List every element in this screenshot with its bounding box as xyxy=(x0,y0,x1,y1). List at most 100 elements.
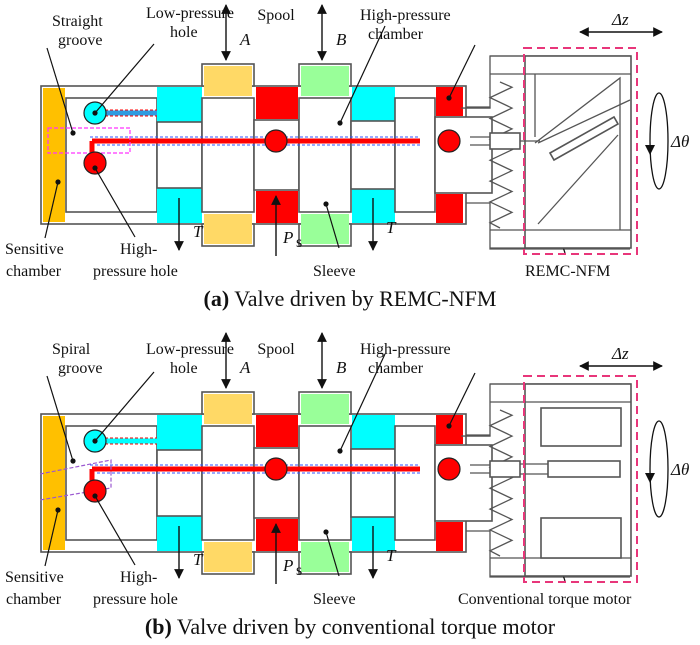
housing-line xyxy=(466,530,630,578)
leader-line xyxy=(94,495,136,566)
cam-follower xyxy=(548,115,620,162)
channel-ball xyxy=(437,129,461,153)
label-port-b: B xyxy=(336,358,347,377)
leader-dot xyxy=(70,458,76,464)
delta-theta-arrowhead xyxy=(645,473,655,483)
tank-port-left-top xyxy=(157,87,202,122)
leader-dot xyxy=(92,110,98,116)
supply-port-top xyxy=(256,415,298,447)
spool-neck xyxy=(156,449,203,517)
port-b-bottom xyxy=(301,542,349,572)
caption-text: Valve driven by conventional torque moto… xyxy=(172,614,556,639)
label-supply: P xyxy=(282,556,293,575)
leader-line xyxy=(46,47,74,134)
label-spool: Spool xyxy=(257,341,295,358)
label-delta-theta: Δθ xyxy=(670,460,689,479)
leader-dot xyxy=(55,179,61,185)
leader-dot xyxy=(55,507,61,513)
magnet-top xyxy=(540,407,622,447)
port-b-bottom xyxy=(301,214,349,244)
label-delta-z: Δz xyxy=(611,344,629,363)
delta-theta-ellipse xyxy=(649,420,669,518)
port-b-top xyxy=(301,66,349,96)
tank-port-left-top xyxy=(157,415,202,450)
label-sleeve: Sleeve xyxy=(313,263,356,280)
caption: (a) Valve driven by REMC-NFM xyxy=(204,286,497,311)
supply-port-bottom xyxy=(256,191,298,223)
leader-dot xyxy=(446,423,452,429)
port-a-bottom xyxy=(204,214,252,244)
label-low-pressure-hole: Low-pressure xyxy=(146,341,234,358)
housing-line xyxy=(466,202,630,250)
spool-left-land xyxy=(65,425,158,541)
high-pressure-chamber-bottom xyxy=(436,194,463,223)
cam-profile xyxy=(537,99,631,144)
label-high-pressure-hole: pressure hole xyxy=(93,591,178,608)
leader-dot xyxy=(446,95,452,101)
straight-groove xyxy=(47,127,131,154)
label-port-a: A xyxy=(239,358,251,377)
label-high-pressure-hole: High- xyxy=(120,569,157,586)
motor-boundary xyxy=(523,47,638,255)
connector xyxy=(489,132,521,150)
label-sensitive-chamber: Sensitive xyxy=(5,241,64,258)
leader-line xyxy=(325,203,340,249)
high-pressure-hole xyxy=(83,151,107,175)
leader-line xyxy=(44,509,59,567)
caption-prefix: (a) xyxy=(204,286,230,311)
label-sleeve: Sleeve xyxy=(313,591,356,608)
label-low-pressure-hole: hole xyxy=(170,360,198,377)
port-a-top xyxy=(204,394,252,424)
leader-line xyxy=(448,44,476,99)
port-a-top xyxy=(204,66,252,96)
label-tank-left: T xyxy=(193,222,204,241)
label-tank-left: T xyxy=(193,550,204,569)
spool-right-land xyxy=(394,425,436,541)
label-delta-z: Δz xyxy=(611,10,629,29)
spool-right-land xyxy=(394,97,436,213)
leader-line xyxy=(339,25,386,124)
spool-left-land xyxy=(65,97,158,213)
spool-land-a xyxy=(201,425,255,541)
spool-land-a xyxy=(201,97,255,213)
leader-line xyxy=(94,167,136,238)
supply-port-top xyxy=(256,87,298,119)
spool-neck xyxy=(253,447,300,519)
label-motor: Conventional torque motor xyxy=(458,591,632,608)
supply-port-bottom xyxy=(256,519,298,551)
label-tank-right: T xyxy=(386,218,397,237)
leader-dot xyxy=(323,201,329,207)
leader-dot xyxy=(92,438,98,444)
tank-port-right-top xyxy=(352,415,395,449)
leader-dot xyxy=(337,120,343,126)
leader-line xyxy=(44,181,59,239)
caption: (b) Valve driven by conventional torque … xyxy=(145,614,556,639)
leader-line xyxy=(94,43,155,114)
label-groove: Straight xyxy=(52,13,103,30)
label-high-pressure-hole: pressure hole xyxy=(93,263,178,280)
motor-housing xyxy=(524,55,632,249)
leader-dot xyxy=(323,529,329,535)
connector xyxy=(489,460,521,478)
label-groove: groove xyxy=(58,360,102,377)
label-low-pressure-hole: hole xyxy=(170,24,198,41)
label-motor: REMC-NFM xyxy=(525,263,610,280)
label-sensitive-chamber: chamber xyxy=(6,591,62,608)
caption-text: Valve driven by REMC-NFM xyxy=(229,286,496,311)
magnet-bottom xyxy=(540,517,622,559)
delta-theta-ellipse xyxy=(649,92,669,190)
motor-boundary xyxy=(523,375,638,583)
label-supply-sub: s xyxy=(296,234,302,251)
spool-end xyxy=(434,444,493,522)
label-spool: Spool xyxy=(257,7,295,24)
caption-prefix: (b) xyxy=(145,614,172,639)
label-low-pressure-hole: Low-pressure xyxy=(146,5,234,22)
spool-neck xyxy=(350,448,396,518)
label-sensitive-chamber: chamber xyxy=(6,263,62,280)
armature xyxy=(547,460,621,478)
label-high-pressure-chamber: High-pressure xyxy=(360,341,451,358)
port-a-bottom xyxy=(204,542,252,572)
label-high-pressure-chamber: chamber xyxy=(368,360,424,377)
